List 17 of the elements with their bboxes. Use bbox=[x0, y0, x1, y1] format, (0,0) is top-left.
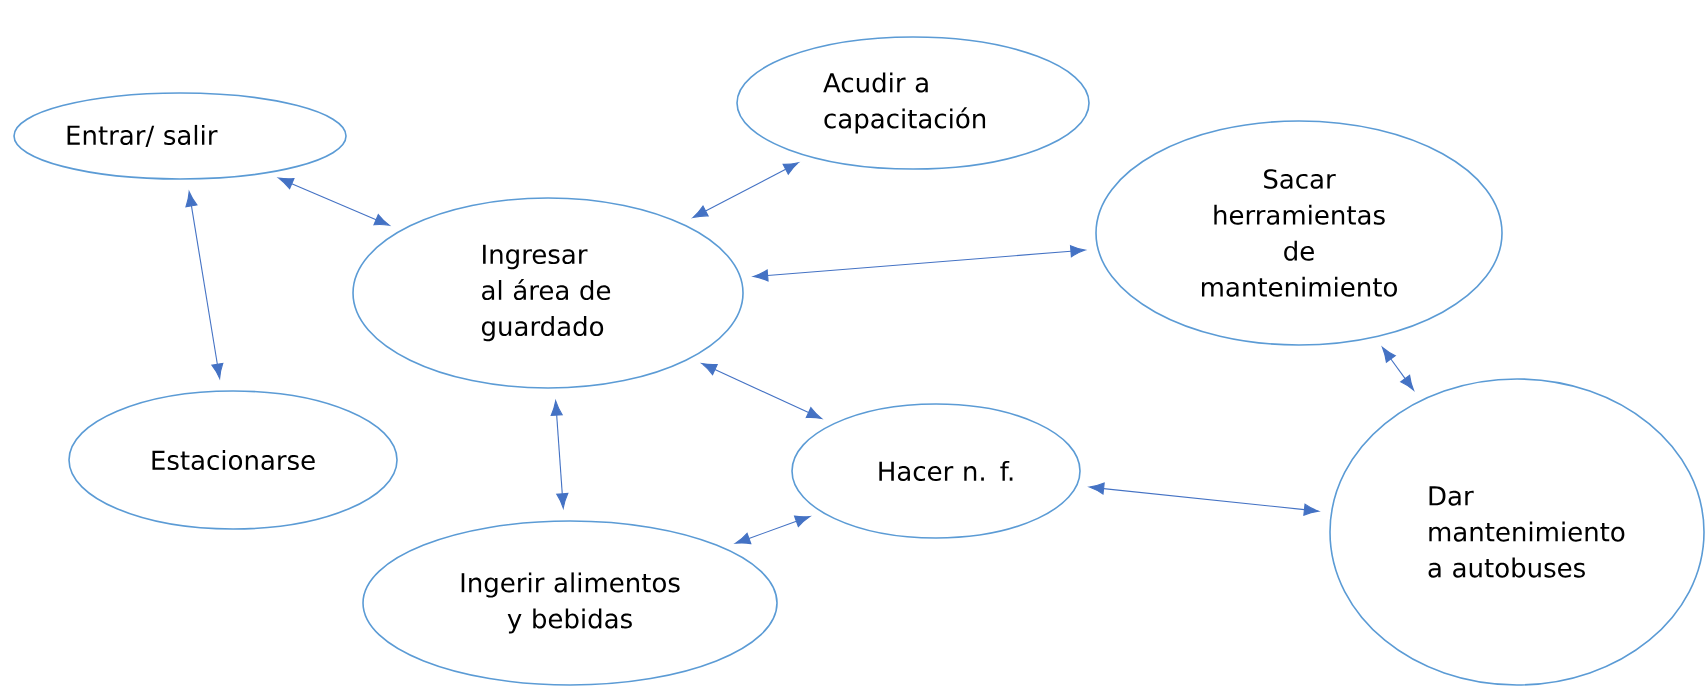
arrow bbox=[752, 245, 1086, 282]
arrow bbox=[701, 363, 822, 419]
arrow bbox=[692, 162, 799, 219]
arrow bbox=[185, 191, 224, 379]
arrow bbox=[1088, 482, 1320, 516]
ellipse-node: Hacer n. f. bbox=[791, 403, 1081, 539]
ellipse-node: Sacar herramientas de mantenimiento bbox=[1095, 120, 1503, 346]
ellipse-node: Dar mantenimiento a autobuses bbox=[1329, 378, 1705, 686]
arrow bbox=[735, 515, 811, 545]
ellipse-node: Entrar/ salir bbox=[13, 92, 347, 180]
arrow bbox=[1381, 346, 1415, 391]
ellipse-node: Ingerir alimentos y bebidas bbox=[362, 520, 778, 686]
ellipse-node: Estacionarse bbox=[68, 390, 398, 530]
ellipse-node: Acudir a capacitación bbox=[736, 36, 1090, 170]
arrow bbox=[278, 177, 390, 226]
arrow bbox=[550, 400, 569, 509]
ellipse-node: Ingresar al área de guardado bbox=[352, 197, 744, 389]
